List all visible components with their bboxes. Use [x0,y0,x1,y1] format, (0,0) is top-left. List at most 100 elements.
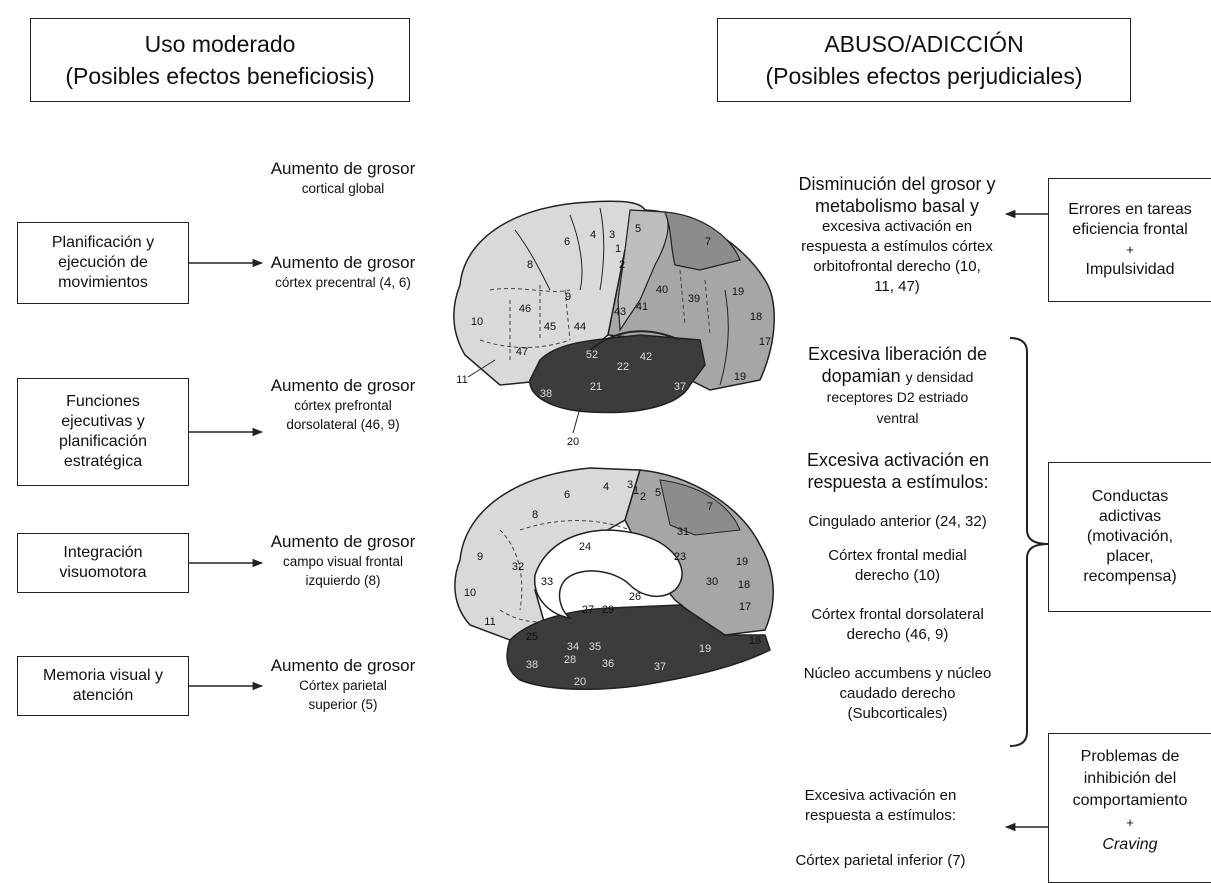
box-line: atención [72,687,134,704]
header-right-line1: ABUSO/ADICCIÓN [824,31,1024,57]
right-bottom-item: Córtex parietal inferior (7) [768,851,993,871]
lateral-temporal-region [529,334,706,414]
m-label-10: 10 [464,587,476,599]
caption-detail: Córtex parietal [299,678,387,693]
header-left-line1: Uso moderado [144,31,296,57]
m-label-5: 5 [655,487,661,499]
box-line: ejecución de [58,254,148,271]
right-top-detail: 11, 47) [874,278,920,295]
m-label-26: 26 [629,591,641,603]
label-46: 46 [519,303,531,315]
label-19b: 19 [734,371,746,383]
m-label-24: 24 [579,541,591,553]
label-45: 45 [544,321,556,333]
header-right-line2: (Posibles efectos perjudiciales) [765,63,1083,89]
dopamina-detail: ventral [876,410,919,426]
item-line: derecho (10) [854,567,941,584]
m-label-1: 1 [633,485,639,497]
label-3: 3 [609,229,615,241]
medial-parietal-region [624,469,774,636]
label-42: 42 [640,351,652,363]
box-conductas: Conductas adictivas (motivación, placer,… [1048,462,1211,612]
m-label-28: 28 [564,654,576,666]
label-22: 22 [617,361,629,373]
caption-title: Aumento de grosor [270,656,416,675]
label-5: 5 [635,223,641,235]
label-19: 19 [732,286,744,298]
label-11: 11 [456,374,467,386]
label-4: 4 [590,229,596,241]
label-37: 37 [674,381,686,393]
right-top-title: metabolismo basal y [814,196,980,216]
lateral-region-7 [664,211,741,271]
m-label-18b: 18 [749,635,761,647]
m-label-8: 8 [532,509,538,521]
medial-region-7 [659,479,741,536]
right-top-title: Disminución del grosor y [798,174,996,194]
caption-parietal-superior: Aumento de grosor Córtex parietal superi… [248,655,438,714]
caption-title: Aumento de grosor [270,253,416,272]
right-top-detail: respuesta a estímulos córtex [801,238,993,255]
caption-title: Aumento de grosor [270,532,416,551]
label-52: 52 [586,349,598,361]
caption-title: Aumento de grosor [270,376,416,395]
label-7: 7 [705,236,711,248]
item-line: caudado derecho [839,685,956,702]
item-frontal-dorsolateral: Córtex frontal dorsolateral derecho (46,… [765,605,1030,645]
label-21: 21 [590,381,602,393]
m-label-33: 33 [541,576,553,588]
right-top-detail: orbitofrontal derecho (10, [813,258,981,275]
label-6: 6 [564,236,570,248]
m-label-30: 30 [706,576,718,588]
m-label-4: 4 [603,481,609,493]
m-label-20: 20 [574,676,586,688]
item-line: Núcleo accumbens y núcleo [803,665,992,682]
item-line: Córtex frontal medial [828,547,967,564]
box-problemas: Problemas de inhibición del comportamien… [1048,733,1211,883]
label-39: 39 [688,293,700,305]
caption-detail: dorsolateral (46, 9) [286,417,400,432]
right-mid-dopamina: Excesiva liberación de dopamian y densid… [770,343,1025,429]
box-line: + [1126,242,1134,257]
m-label-38: 38 [526,659,538,671]
m-label-37: 37 [654,661,666,673]
caption-detail: córtex prefrontal [294,398,392,413]
item-accumbens: Núcleo accumbens y núcleo caudado derech… [765,664,1030,724]
box-line: planificación [58,433,148,450]
box-line: Errores en tareas [1068,201,1192,218]
box-errores: Errores en tareas eficiencia frontal + I… [1048,178,1211,302]
m-label-32: 32 [512,561,524,573]
box-line: (motivación, [1086,528,1174,545]
right-top-text: Disminución del grosor y metabolismo bas… [752,173,1042,297]
item-line: (Subcorticales) [847,705,948,722]
label-44: 44 [574,321,586,333]
box-line: Integración [63,544,143,561]
label-47: 47 [516,346,528,358]
caption-cortical-global: Aumento de grosor cortical global [248,158,438,198]
bottom-item: Córtex parietal inferior (7) [795,852,966,869]
m-label-25: 25 [526,631,538,643]
header-left-line2: (Posibles efectos beneficiosis) [65,63,375,89]
item-cingulado: Cingulado anterior (24, 32) [765,512,1030,532]
caption-prefrontal: Aumento de grosor córtex prefrontal dors… [248,375,438,434]
m-label-18: 18 [738,579,750,591]
m-label-7: 7 [707,501,713,513]
label-20: 20 [567,436,579,448]
m-label-29: 29 [602,604,614,616]
label-17: 17 [759,336,771,348]
label-43: 43 [614,306,626,318]
activacion-title: Excesiva activación en [806,450,990,470]
box-line: movimientos [58,274,148,291]
box-memoria-visual: Memoria visual y atención [17,656,189,716]
box-line: visuomotora [59,564,147,581]
m-label-11: 11 [484,616,495,628]
brain-medial-diagram: 6 4 3 1 2 5 7 8 9 24 31 32 10 33 23 30 1… [454,467,774,690]
m-label-2: 2 [640,491,646,503]
box-line: Funciones [66,393,140,410]
right-bottom-text: Excesiva activación en respuesta a estím… [768,786,993,826]
box-line: Problemas de [1080,748,1180,765]
box-line: recompensa) [1083,568,1177,585]
box-line: placer, [1106,548,1154,565]
box-line: ejecutivas y [61,413,145,430]
